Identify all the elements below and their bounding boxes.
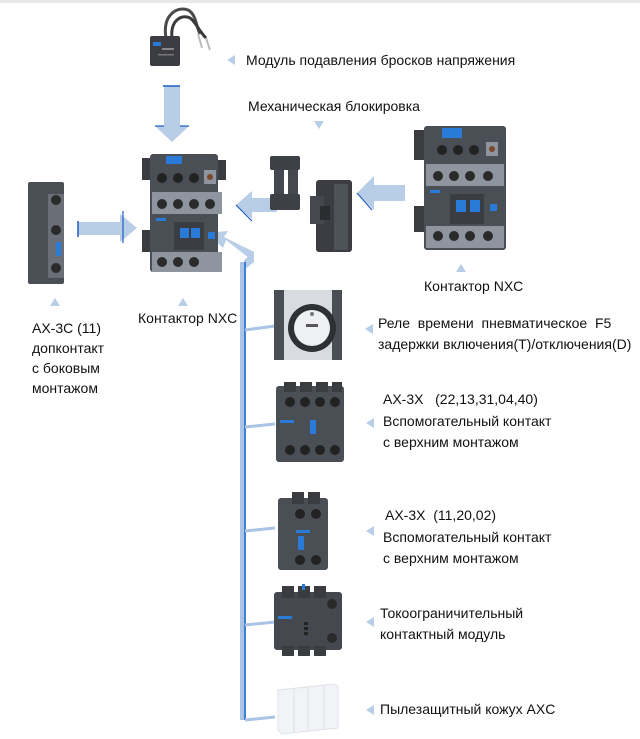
side-contact-icon xyxy=(28,182,64,284)
label-line: AX-3C (11) xyxy=(32,320,101,336)
label-dust-cover: Пылезащитный кожух AXC xyxy=(380,701,556,717)
arrow-right-side-contact xyxy=(77,211,137,243)
pointer-aux4-icon xyxy=(366,418,374,428)
pointer-side-contact-icon xyxy=(50,298,60,306)
interlock-bar-icon xyxy=(270,156,300,210)
label-line: Реле времени пневматическое F5 xyxy=(378,315,612,331)
pointer-aux2-icon xyxy=(366,526,374,536)
label-line: с боковым xyxy=(32,360,100,376)
label-contactor-main: Контактор NXC xyxy=(138,310,238,326)
label-line: допконтакт xyxy=(32,340,105,356)
pointer-contactor-right-icon xyxy=(456,264,466,272)
accessory-bus-line xyxy=(240,262,276,722)
top-border xyxy=(0,0,640,3)
label-surge-module: Модуль подавления бросков напряжения xyxy=(246,52,516,68)
arrow-left-interlock-bar xyxy=(235,191,277,222)
dust-cover-icon xyxy=(277,683,339,735)
label-line: Токоограничительный xyxy=(380,605,524,621)
pointer-contactor-main-icon xyxy=(178,298,188,306)
label-line: AX-3X (22,13,31,04,40) xyxy=(383,391,538,407)
pointer-timer-icon xyxy=(365,324,373,334)
arrow-left-contactor-right xyxy=(356,176,405,211)
label-line: задержки включения(T)/отключения(D) xyxy=(378,336,632,352)
label-contactor-right: Контактор NXC xyxy=(424,278,524,294)
label-line: AX-3X (11,20,02) xyxy=(385,507,497,523)
label-line: с верхним монтажом xyxy=(383,434,519,450)
pointer-current-limit-icon xyxy=(366,617,374,627)
label-line: контактный модуль xyxy=(380,626,506,642)
label-line: Вспомогательный контакт xyxy=(383,413,552,429)
label-line: Вспомогательный контакт xyxy=(383,529,552,545)
label-line: с верхним монтажом xyxy=(383,550,519,566)
aux-contact-2pole-icon xyxy=(278,492,328,570)
current-limit-module-icon xyxy=(274,584,342,656)
pointer-interlock-icon xyxy=(314,121,324,129)
interlock-block-icon xyxy=(310,180,352,252)
pointer-dust-cover-icon xyxy=(366,705,374,715)
right-contactor-icon xyxy=(414,126,506,250)
label-mech-interlock: Механическая блокировка xyxy=(248,98,420,114)
arrow-down-surge xyxy=(155,85,189,142)
main-contactor-icon xyxy=(142,154,226,272)
pneumatic-timer-icon xyxy=(274,290,342,360)
pointer-surge-icon xyxy=(227,55,235,65)
arrow-diagonal-bus xyxy=(207,231,254,270)
aux-contact-4pole-icon xyxy=(276,382,344,462)
surge-suppressor-icon xyxy=(150,7,211,66)
label-line: монтажом xyxy=(32,380,98,396)
